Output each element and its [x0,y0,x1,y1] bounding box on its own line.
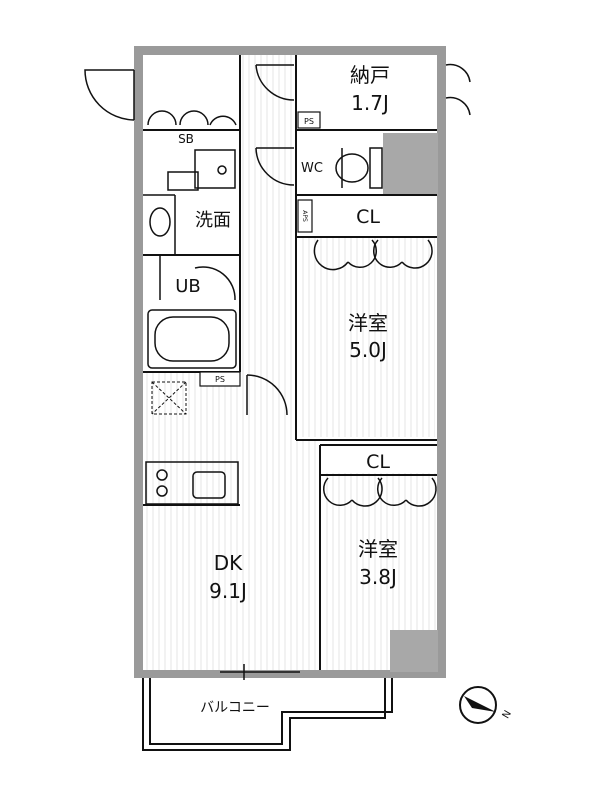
ps-box-lower [199,371,241,387]
wall-notch [390,630,438,672]
wall-shaft [383,133,438,195]
ventilation-icon [151,381,187,415]
closet-doors-1 [313,239,433,271]
storage-doors [445,63,471,116]
western2-size: 3.8J [359,565,397,589]
ps-label-upper: PS [304,117,314,126]
floor-areas [142,55,437,670]
closet-label-1: CL [356,206,380,228]
floor-western1 [298,237,435,437]
aps-box [297,199,313,233]
wall-bottom [134,670,446,678]
kitchen-counter [145,461,239,505]
ps-box-upper [297,111,321,129]
floor-dk [142,440,319,670]
compass-label: N [501,709,514,721]
sb-label: SB [178,132,194,146]
western1-size: 5.0J [349,338,387,362]
ub-label: UB [175,276,201,297]
washroom-label: 洗面 [195,210,231,231]
balcony-window [220,664,300,680]
western1-name: 洋室 [348,311,388,335]
walls [134,46,446,678]
bathtub-icon [147,255,237,369]
toilet-icon [335,147,383,189]
aps-label: APS [301,210,308,222]
wall-right [437,136,446,676]
shoe-box-doors [147,110,237,126]
storage-name: 納戸 [350,63,390,87]
storage-size: 1.7J [351,91,389,115]
dk-name: DK [214,551,243,575]
dk-size: 9.1J [209,579,247,603]
closet-label-2: CL [366,451,390,473]
door-swings [194,64,295,416]
ps-label-lower: PS [215,375,225,384]
western2-name: 洋室 [358,537,398,561]
north-arrow-icon: N [459,686,514,724]
entrance-door [84,69,135,121]
ps-boxes [199,111,321,387]
balcony [142,678,393,751]
wall-top [134,46,446,55]
closet-doors-2 [322,477,437,507]
wc-label: WC [301,161,323,176]
wall-right-upper [437,46,446,136]
washbasin [143,149,236,255]
wall-left [134,46,143,678]
floor-hallway [240,55,295,440]
balcony-label: バルコニー [200,700,270,716]
interior-walls [143,55,437,670]
